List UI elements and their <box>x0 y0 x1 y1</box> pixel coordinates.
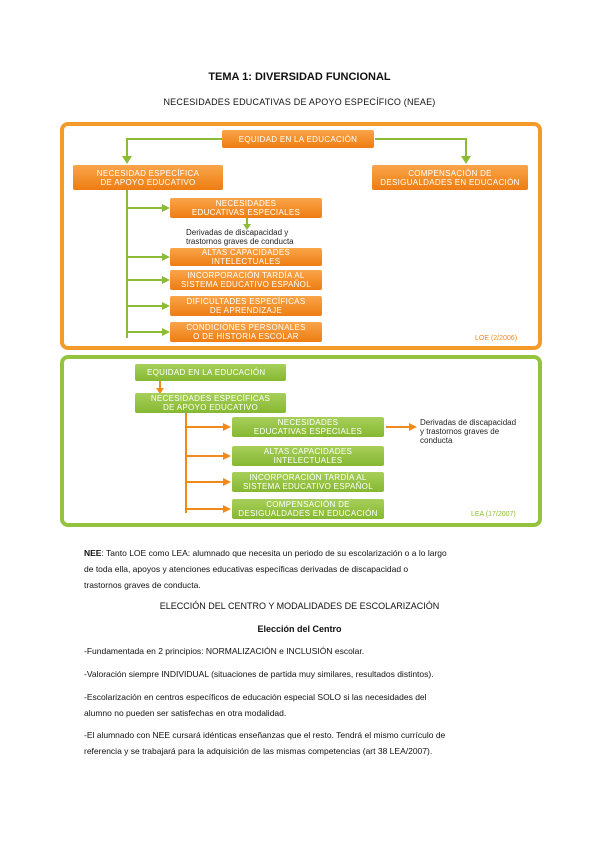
loe-item-altas-capacidades: ALTAS CAPACIDADES INTELECTUALES <box>170 248 322 266</box>
loe-neae-line2: DE APOYO EDUCATIVO <box>100 177 196 187</box>
paragraph-escolarizacion: -Escolarización en centros específicos d… <box>84 689 524 721</box>
loe-nee-note: Derivadas de discapacidad y trastornos g… <box>186 228 294 246</box>
loe-diagram-frame <box>60 122 542 350</box>
lea-item-nee-line1: NECESIDADES <box>277 418 339 427</box>
loe-item-incorporacion-line1: INCORPORACIÓN TARDÍA AL <box>187 271 305 280</box>
document-subtitle: NECESIDADES EDUCATIVAS DE APOYO ESPECÍFI… <box>163 97 436 107</box>
paragraph-alumnado: -El alumnado con NEE cursará idénticas e… <box>84 727 524 759</box>
nee-line1: NEE: Tanto LOE como LEA: alumnado que ne… <box>84 545 524 561</box>
loe-law-tag: LOE (2/2006) <box>475 335 518 342</box>
paragraph-valoracion: -Valoración siempre INDIVIDUAL (situacio… <box>84 669 434 679</box>
loe-compensation-box: COMPENSACIÓN DE DESIGUALDADES EN EDUCACI… <box>372 165 528 190</box>
loe-item-condiciones-line1: CONDICIONES PERSONALES <box>186 323 306 332</box>
loe-item-dificultades-line1: DIFICULTADES ESPECÍFICAS <box>186 297 306 306</box>
paragraph-escolarizacion-line2: alumno no pueden ser satisfechas en otra… <box>84 708 287 718</box>
paragraph-principios: -Fundamentada en 2 principios: NORMALIZA… <box>84 646 365 656</box>
loe-nee-note-line2: trastornos graves de conducta <box>186 237 294 246</box>
loe-item-altas-line1: ALTAS CAPACIDADES <box>201 248 291 257</box>
loe-connector-left <box>126 138 222 158</box>
loe-equity-box: EQUIDAD EN LA EDUCACIÓN <box>222 130 374 148</box>
lea-item-compensacion-line2: DESIGUALDADES EN EDUCACIÓN <box>238 509 378 518</box>
paragraph-alumnado-line2: referencia y se trabajará para la adquis… <box>84 746 433 756</box>
loe-item-incorporacion-tardia: INCORPORACIÓN TARDÍA AL SISTEMA EDUCATIV… <box>170 270 322 290</box>
loe-item-incorporacion-line2: SISTEMA EDUCATIVO ESPAÑOL <box>181 280 311 289</box>
paragraph-alumnado-line1: -El alumnado con NEE cursará idénticas e… <box>84 730 446 740</box>
loe-item-condiciones: CONDICIONES PERSONALES O DE HISTORIA ESC… <box>170 322 322 342</box>
lea-nee-note: Derivadas de discapacidad y trastornos g… <box>420 418 516 445</box>
nee-label: NEE <box>84 548 102 558</box>
lea-item-compensacion-line1: COMPENSACIÓN DE <box>266 500 350 509</box>
lea-item-compensacion: COMPENSACIÓN DE DESIGUALDADES EN EDUCACI… <box>232 499 384 519</box>
lea-item-altas-capacidades: ALTAS CAPACIDADES INTELECTUALES <box>232 446 384 466</box>
lea-nee-note-line2: y trastornos graves de <box>420 427 500 436</box>
lea-diagram-frame <box>60 355 542 527</box>
loe-item-nee-line1: NECESIDADES <box>215 199 277 208</box>
loe-nee-note-line1: Derivadas de discapacidad y <box>186 228 289 237</box>
loe-equity-label: EQUIDAD EN LA EDUCACIÓN <box>238 134 358 144</box>
lea-item-nee: NECESIDADES EDUCATIVAS ESPECIALES <box>232 417 384 437</box>
nee-definition: NEE: Tanto LOE como LEA: alumnado que ne… <box>84 545 524 593</box>
loe-item-nee: NECESIDADES EDUCATIVAS ESPECIALES <box>170 198 322 218</box>
section-subheading: Elección del Centro <box>257 624 342 634</box>
lea-item-incorporacion-tardia: INCORPORACIÓN TARDÍA AL SISTEMA EDUCATIV… <box>232 472 384 492</box>
nee-line2: de toda ella, apoyos y atenciones educat… <box>84 564 409 574</box>
loe-item-dificultades: DIFICULTADES ESPECÍFICAS DE APRENDIZAJE <box>170 296 322 316</box>
lea-neae-line1: NECESIDADES ESPECÍFICAS <box>150 394 271 403</box>
lea-law-tag: LEA (17/2007) <box>471 511 516 518</box>
lea-equity-box: EQUIDAD EN LA EDUCACIÓN <box>135 364 286 381</box>
lea-equity-label: EQUIDAD EN LA EDUCACIÓN <box>147 368 266 377</box>
loe-item-nee-line2: EDUCATIVAS ESPECIALES <box>191 208 301 217</box>
document-title: TEMA 1: DIVERSIDAD FUNCIONAL <box>208 71 391 83</box>
loe-item-altas-line2: INTELECTUALES <box>211 257 281 266</box>
loe-compensation-line1: COMPENSACIÓN DE <box>408 168 492 178</box>
loe-neae-line1: NECESIDAD ESPECÍFICA <box>96 168 200 178</box>
lea-item-incorporacion-line1: INCORPORACIÓN TARDÍA AL <box>249 473 367 482</box>
loe-item-dificultades-line2: DE APRENDIZAJE <box>209 306 283 315</box>
lea-item-incorporacion-line2: SISTEMA EDUCATIVO ESPAÑOL <box>243 482 373 491</box>
lea-item-altas-line2: INTELECTUALES <box>273 456 343 465</box>
lea-item-nee-line2: EDUCATIVAS ESPECIALES <box>253 427 363 436</box>
nee-line3: trastornos graves de conducta. <box>84 580 201 590</box>
lea-nee-note-line1: Derivadas de discapacidad <box>420 418 517 427</box>
lea-nee-note-line3: conducta <box>420 436 453 445</box>
lea-item-altas-line1: ALTAS CAPACIDADES <box>263 447 353 456</box>
loe-neae-box: NECESIDAD ESPECÍFICA DE APOYO EDUCATIVO <box>73 165 223 190</box>
lea-neae-box: NECESIDADES ESPECÍFICAS DE APOYO EDUCATI… <box>135 393 286 413</box>
loe-item-condiciones-line2: O DE HISTORIA ESCOLAR <box>193 332 299 341</box>
lea-neae-line2: DE APOYO EDUCATIVO <box>162 403 259 412</box>
nee-line1-text: : Tanto LOE como LEA: alumnado que neces… <box>101 548 447 558</box>
loe-connector-right <box>375 138 467 158</box>
section-heading: ELECCIÓN DEL CENTRO Y MODALIDADES DE ESC… <box>159 601 440 611</box>
paragraph-escolarizacion-line1: -Escolarización en centros específicos d… <box>84 692 427 702</box>
loe-compensation-line2: DESIGUALDADES EN EDUCACIÓN <box>380 177 520 187</box>
